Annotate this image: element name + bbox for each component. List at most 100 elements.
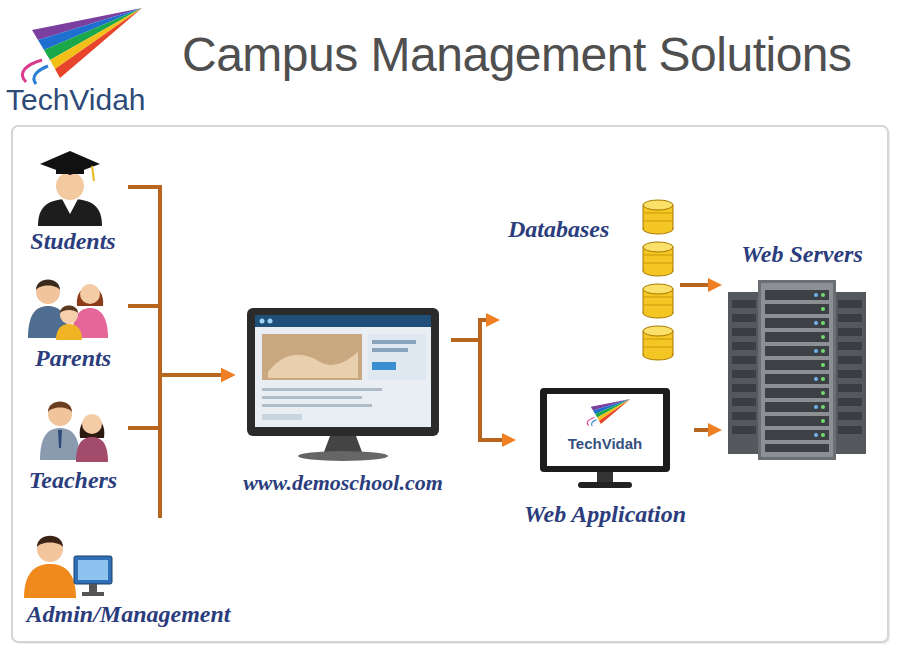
website-monitor [255,315,431,327]
teachers-icon [48,402,72,426]
flow-arrow [680,283,715,287]
parents-icon [28,280,108,341]
server-racks [761,283,833,457]
student-icon [40,151,100,175]
server-racks [732,314,756,322]
database-cylinders [643,255,673,256]
server-racks [765,304,829,314]
actor-node: Students [18,145,128,256]
server-racks [732,356,756,364]
server-racks [821,433,825,437]
website-node: www.demoschool.com [235,305,451,496]
server-racks [821,349,825,353]
database-cylinders [643,326,673,336]
admin-icon [24,564,76,598]
node-label: www.demoschool.com [243,470,443,496]
server-racks [732,370,756,378]
flow-arrow [160,375,228,518]
server-racks [821,419,825,423]
parents-icon [36,280,60,291]
server-racks [821,363,825,367]
teachers-icon [48,402,72,413]
website-monitor [324,436,362,452]
node-label: Web Servers [741,240,863,269]
website-monitor [262,404,372,407]
database-cylinders [643,284,673,318]
server-racks [838,398,862,406]
server-racks [732,412,756,420]
database-cylinders [643,326,673,360]
flow-arrow [128,375,228,428]
website-monitor [268,319,273,324]
teachers-icon [40,402,108,463]
database-cylinders [643,242,673,252]
server-racks [821,293,825,437]
server-racks [814,321,818,325]
server-racks [765,402,829,412]
server-racks [821,405,825,409]
database-cylinders [643,347,673,348]
node-label: Teachers [29,466,117,495]
server-racks [821,335,825,339]
flow-arrow [128,187,228,375]
server-racks [838,370,862,378]
server-racks [814,405,818,409]
teachers-icon [40,428,80,460]
website-monitor [372,348,408,352]
website-monitor [298,451,388,461]
website-monitor [262,396,362,399]
logo-kite [22,8,142,84]
server-racks [814,433,818,437]
admin-icon [82,592,104,596]
database-cylinders [643,242,673,276]
title-bar: Campus Management Solutions [182,26,852,84]
web-app-monitor [597,472,613,482]
database-cylinders [643,284,673,294]
server-racks [765,416,829,426]
actor-node: Parents [18,268,128,373]
teachers-icon [76,437,108,462]
server-racks [838,314,862,322]
actor-node: Admin/Management [18,518,239,629]
server-racks [765,346,829,356]
server-racks [838,412,862,420]
server-racks [765,430,829,440]
flow-arrow [128,306,228,375]
server-racks [728,280,866,460]
server-node: Web Servers [722,240,882,465]
server-racks [732,300,756,308]
server-racks [814,377,818,381]
server-racks [821,307,825,311]
web-app-monitor [547,394,663,466]
database-node: Databases [500,195,680,370]
teachers-icon [82,414,102,434]
logo-text: TechVidah [6,82,146,118]
node-label: Admin/Management [26,600,230,629]
student-icon [38,151,102,226]
admin-icon [37,536,63,562]
server-racks [728,292,762,454]
website-monitor [372,362,396,370]
database-cylinders [643,200,673,360]
database-cylinders [643,305,673,306]
teachers-icon [58,430,62,448]
server-racks [732,342,756,350]
server-racks [814,293,818,437]
website-monitor [368,334,426,380]
node-label: Parents [35,344,111,373]
server-racks [838,300,862,308]
database-cylinders [643,213,673,214]
website-monitor [262,414,302,420]
node-label: Databases [508,215,609,244]
web-app-monitor [540,388,670,472]
server-racks [765,290,829,452]
web-app-monitor [540,388,670,488]
server-racks [765,360,829,370]
website-monitor [260,319,265,324]
node-label: Students [30,227,115,256]
server-racks [821,293,825,297]
admin-icon [78,560,108,580]
server-racks [765,374,829,384]
student-icon [62,199,78,214]
